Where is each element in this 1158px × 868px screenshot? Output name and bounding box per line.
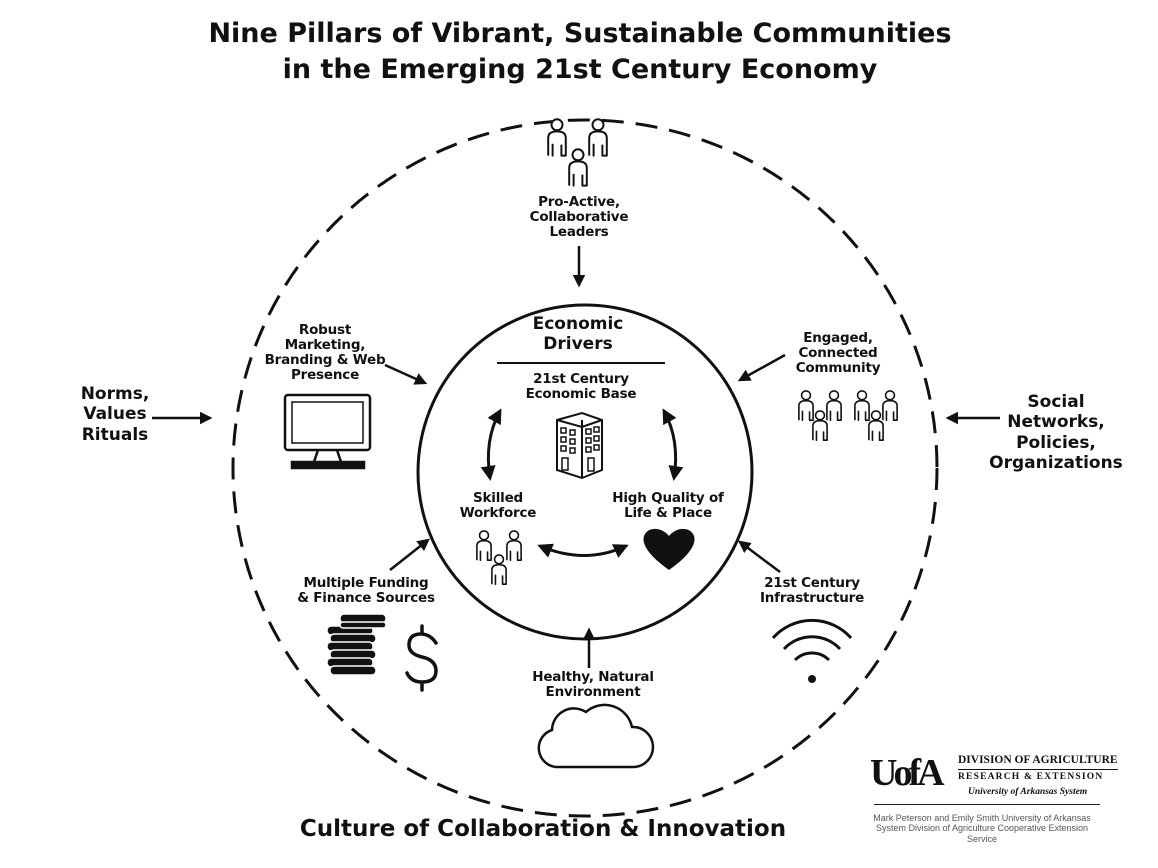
pillar-leaders-label: Pro-Active, Collaborative Leaders — [529, 194, 629, 241]
pillar-marketing-label: Robust Marketing, Branding & Web Presenc… — [264, 322, 386, 384]
coins-icon — [326, 613, 387, 676]
uofa-division-of-agriculture-logo: UofA DIVISION OF AGRICULTURE RESEARCH & … — [870, 752, 1118, 806]
center-heading: Economic Drivers — [532, 314, 624, 355]
culture-label: Culture of Collaboration & Innovation — [299, 816, 787, 842]
building-icon — [556, 411, 603, 480]
people-icon — [547, 118, 608, 187]
people-icon — [476, 530, 522, 586]
logo-mark: UofA — [870, 752, 945, 794]
pillar-community-label: Engaged, Connected Community — [795, 330, 881, 377]
skilled-workforce-label: Skilled Workforce — [459, 490, 537, 522]
cloud-icon — [537, 703, 655, 769]
pillar-infrastructure-label: 21st Century Infrastructure — [759, 575, 865, 607]
pillar-funding-label: Multiple Funding & Finance Sources — [297, 575, 435, 607]
credit-text: Mark Peterson and Emily Smith University… — [873, 813, 1091, 844]
dollar-icon — [405, 624, 438, 692]
social-networks-label: Social Networks, Policies, Organizations — [989, 392, 1123, 474]
computer-monitor-icon — [283, 393, 372, 470]
logo-rule — [874, 804, 1100, 805]
economic-base-label: 21st Century Economic Base — [525, 371, 637, 403]
logo-line-3: University of Arkansas System — [968, 787, 1088, 797]
page-title: Nine Pillars of Vibrant, Sustainable Com… — [208, 18, 952, 86]
inner-cycle-arrows — [480, 408, 684, 558]
people-icon — [798, 390, 898, 442]
logo-line-1: DIVISION OF AGRICULTURE — [958, 754, 1118, 770]
quality-of-life-label: High Quality of Life & Place — [612, 490, 724, 522]
economic-drivers-circle — [416, 303, 754, 641]
wifi-icon — [771, 618, 853, 683]
heart-icon — [643, 528, 695, 570]
pillar-arrows — [152, 246, 1000, 668]
norms-values-rituals-label: Norms, Values Rituals — [80, 384, 150, 445]
outer-dashed-circle — [231, 118, 939, 818]
pillar-environment-label: Healthy, Natural Environment — [532, 669, 654, 701]
logo-line-2: RESEARCH & EXTENSION — [958, 772, 1104, 782]
